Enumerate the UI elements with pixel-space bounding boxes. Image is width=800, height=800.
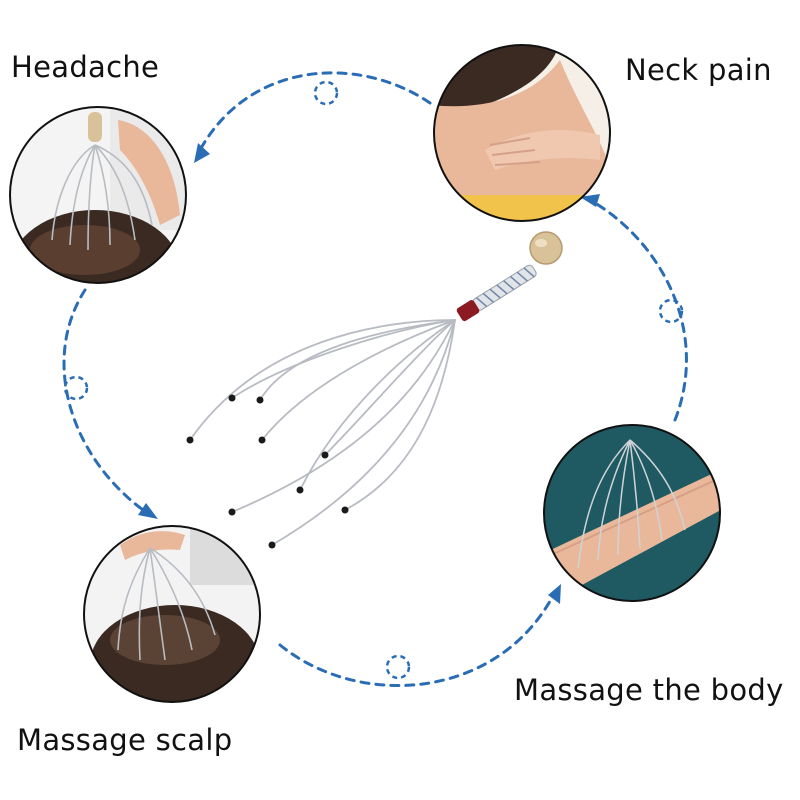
label-massage-scalp: Massage scalp (17, 723, 233, 757)
head-massager-tool (186, 231, 563, 549)
path-headache-to-scalp (62, 288, 152, 517)
arrow-down-left-icon (194, 143, 210, 163)
ring-icon (385, 654, 411, 680)
arrow-up-right-icon (548, 584, 561, 604)
label-neck-pain: Neck pain (625, 53, 772, 87)
massager-handle (456, 264, 537, 322)
path-neck-to-headache (198, 71, 432, 152)
massager-wires (189, 319, 456, 546)
neck-pain-photo (433, 44, 611, 222)
arrow-up-left-icon (580, 194, 600, 207)
massager-wire-tips (186, 394, 349, 549)
label-massage-body: Massage the body (514, 673, 784, 707)
massage-body-photo (543, 424, 721, 602)
ring-icon (313, 80, 339, 106)
ring-icon (63, 375, 89, 401)
massage-scalp-photo (83, 525, 261, 703)
ring-icon (658, 298, 684, 324)
dashed-cycle-path (62, 71, 688, 688)
arrow-down-right-icon (138, 503, 158, 519)
headache-photo (9, 106, 187, 284)
massager-wood-bead (529, 231, 563, 265)
path-body-to-neck (588, 198, 688, 422)
path-scalp-to-body (278, 590, 557, 688)
label-headache: Headache (11, 50, 160, 84)
